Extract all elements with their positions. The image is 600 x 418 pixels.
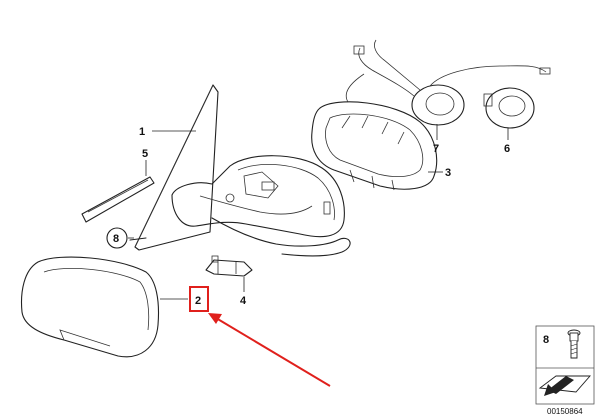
callout-1: 1 [139, 126, 145, 138]
mirror-glass-part[interactable] [134, 84, 219, 251]
mirror-housing-part[interactable] [171, 155, 351, 257]
mirror-cover-part[interactable] [20, 256, 160, 358]
callout-2: 2 [195, 295, 201, 307]
callout-3: 3 [445, 167, 451, 179]
screw-part[interactable] [129, 237, 147, 241]
callout-8: 8 [113, 233, 119, 245]
legend-number: 8 [543, 334, 549, 346]
callout-4: 4 [240, 295, 247, 307]
callout-7: 7 [433, 143, 439, 155]
callout-5: 5 [142, 148, 148, 160]
red-arrow-icon [208, 313, 331, 387]
install-arrow-icon [538, 375, 591, 396]
document-number: 00150864 [547, 407, 583, 416]
frame-part[interactable] [311, 101, 438, 191]
highlight-box [189, 286, 209, 312]
bolt-icon [567, 329, 581, 359]
legend-box: 8 00150864 [535, 325, 595, 416]
clip-part[interactable] [205, 255, 253, 277]
heating-strip-part[interactable] [81, 176, 155, 223]
callout-6: 6 [504, 143, 510, 155]
motor-with-wiring-part[interactable] [345, 39, 551, 126]
motor-part[interactable] [483, 87, 535, 129]
callout-8-badge[interactable]: 8 [106, 227, 128, 249]
callout-2-highlight[interactable]: 2 [189, 286, 209, 312]
